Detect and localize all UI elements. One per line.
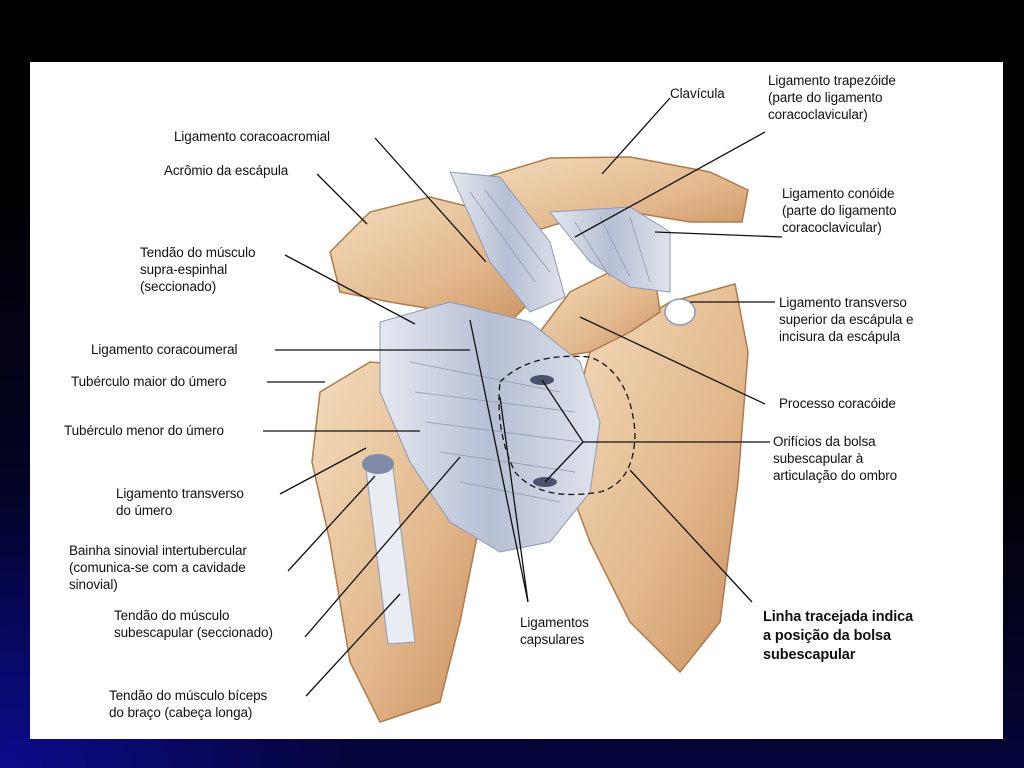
label-orificios-bolsa: Orifícios da bolsa subescapular à articu… <box>773 434 898 483</box>
ligament-fibers <box>409 189 651 503</box>
label-ligamento-transverso-superior: Ligamento transverso superior da escápul… <box>779 295 914 344</box>
label-ligamento-transverso-umero: Ligamento transverso do úmero <box>116 486 244 518</box>
label-ligamento-trapezoide: Ligamento trapezóide (parte do ligamento… <box>768 73 896 122</box>
label-bainha-sinovial: Bainha sinovial intertubercular (comunic… <box>69 543 247 592</box>
label-linha-tracejada: Linha tracejada indica a posição da bols… <box>763 609 914 663</box>
biceps-tendon-cut <box>362 454 394 474</box>
label-tuberculo-maior: Tubérculo maior do úmero <box>71 374 227 389</box>
bursa-dashed-outline <box>498 355 636 496</box>
label-tendao-subescapular: Tendão do músculo subescapular (secciona… <box>114 608 273 640</box>
label-processo-coracoide: Processo coracóide <box>779 396 896 411</box>
label-tuberculo-menor: Tubérculo menor do úmero <box>64 423 224 438</box>
label-clavicula: Clavícula <box>670 86 725 101</box>
label-acromio: Acrômio da escápula <box>164 163 289 178</box>
scapula-bone <box>559 283 749 674</box>
label-ligamentos-capsulares: Ligamentos capsulares <box>520 615 589 647</box>
clavicle-bone <box>468 156 749 243</box>
label-ligamento-conoide: Ligamento conóide (parte do ligamento co… <box>782 186 897 235</box>
diagram-panel: Clavícula Ligamento trapezóide (parte do… <box>30 62 1003 739</box>
capsule-ligaments <box>379 301 601 553</box>
scapular-notch <box>664 298 696 326</box>
label-tendao-supra-espinhal: Tendão do músculo supra-espinhal (seccio… <box>140 245 256 294</box>
label-ligamento-coracoacromial: Ligamento coracoacromial <box>174 129 330 144</box>
label-ligamento-coracoumeral: Ligamento coracoumeral <box>91 342 238 357</box>
leader-lines <box>263 97 783 697</box>
coracoacromial-ligament-shape <box>449 171 566 313</box>
label-tendao-biceps: Tendão do músculo bíceps do braço (cabeç… <box>109 688 268 720</box>
shoulder-illustration <box>263 97 783 723</box>
